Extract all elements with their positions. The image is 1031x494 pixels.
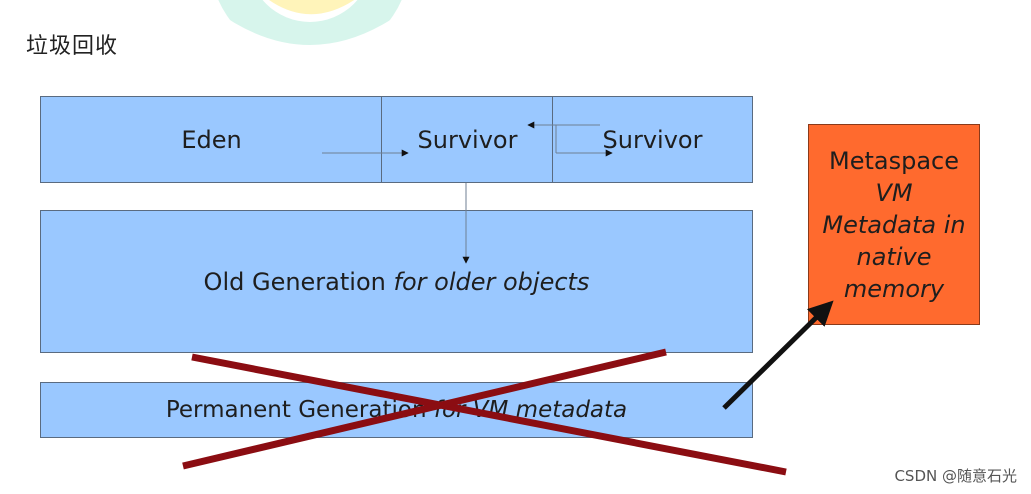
cross-line-1 [191,353,787,476]
metaspace-line-3: native [856,242,932,271]
perm-to-metaspace-arrow [722,300,834,410]
credit-watermark: CSDN @随意石光 [894,467,1017,485]
metaspace-title: Metaspace [829,146,959,175]
watermark-logo [215,0,405,70]
eden-label: Eden [181,125,242,154]
old-generation-space: Old Generation for older objects [40,210,753,353]
metaspace-line-1: VM [875,178,913,207]
metaspace-line-2: Metadata in [822,210,966,239]
metaspace-line-4: memory [843,274,945,303]
survivor-from-label: Survivor [417,125,518,154]
survivor-from-space: Survivor [381,96,554,183]
eden-space: Eden [40,96,383,183]
old-generation-label: Old Generation [203,267,386,296]
survivor-to-space: Survivor [552,96,753,183]
metaspace-box: Metaspace VM Metadata in native memory [808,124,980,325]
page-heading: 垃圾回收 [26,34,119,59]
old-generation-note: for older objects [393,267,590,296]
cross-line-2 [182,348,667,470]
survivor-to-label: Survivor [602,125,703,154]
